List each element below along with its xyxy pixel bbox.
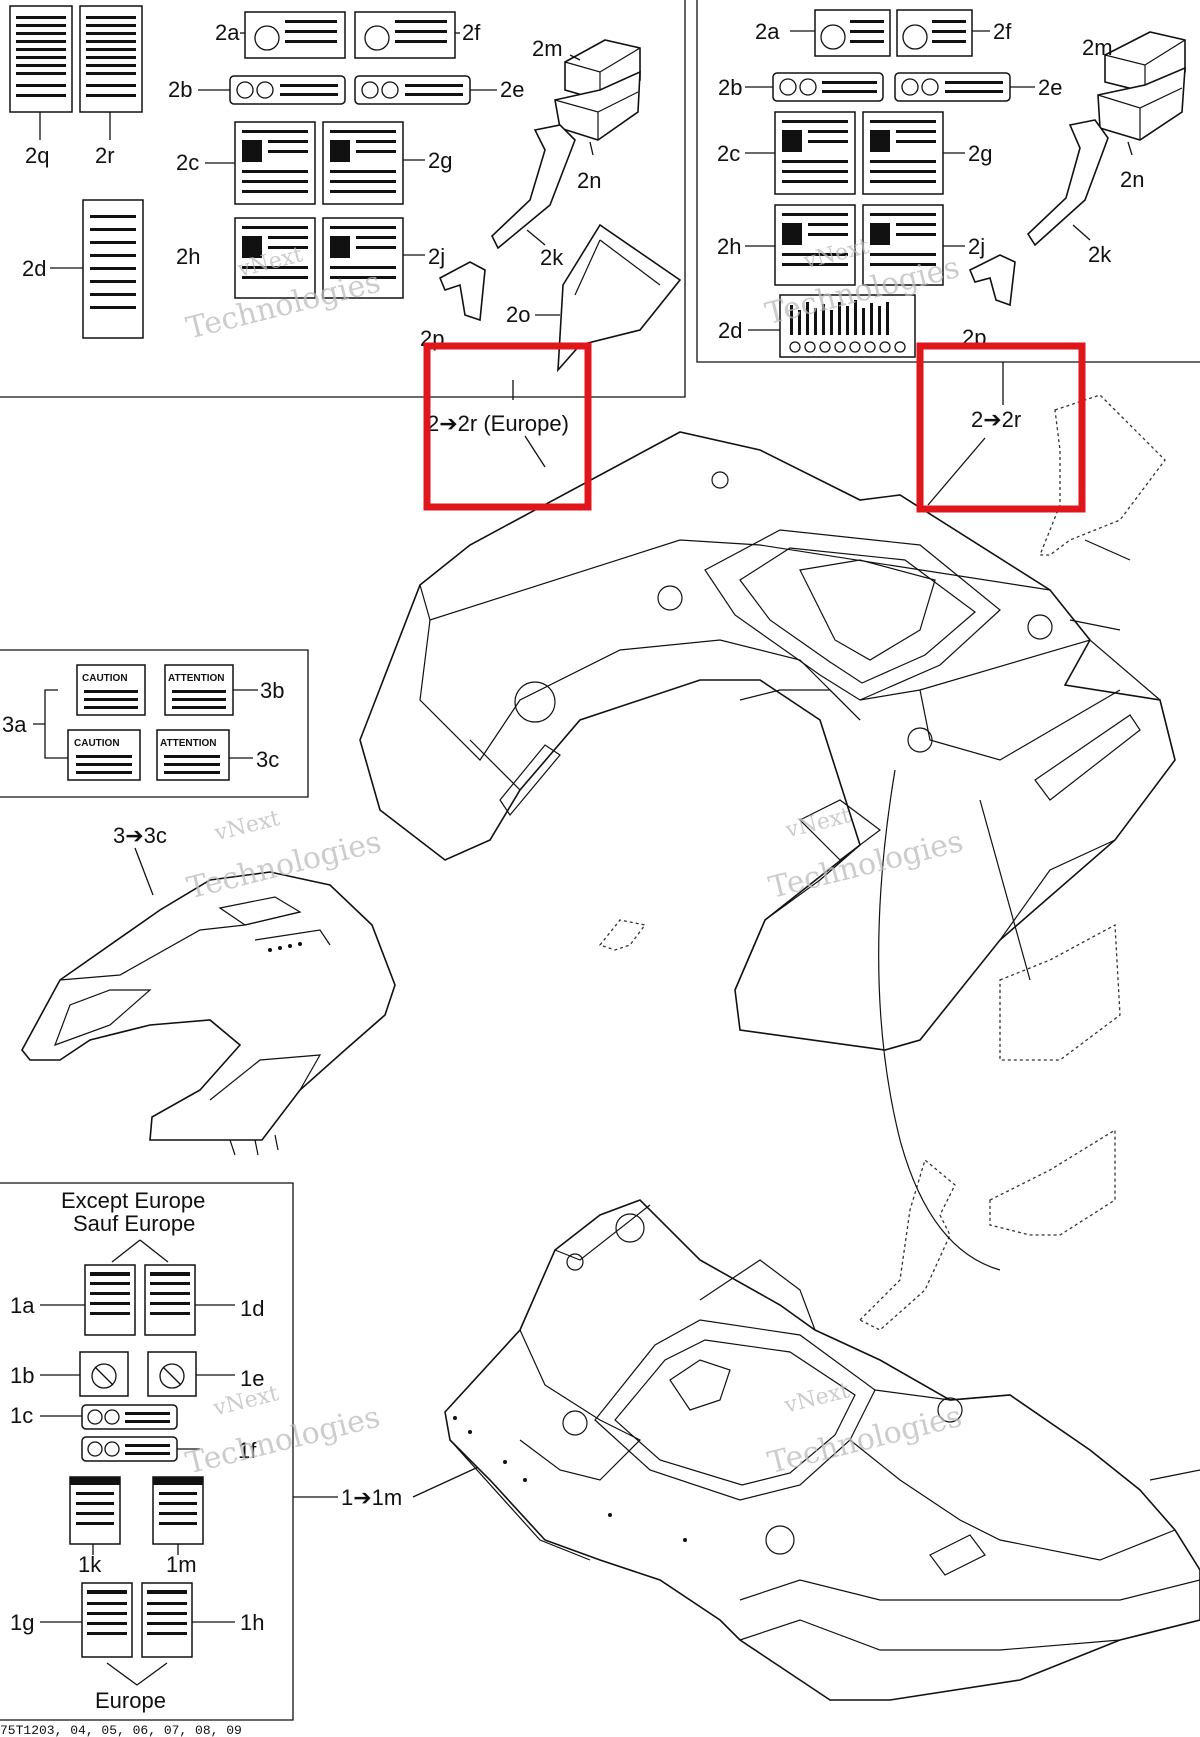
callout-c: 3➔3c: [113, 823, 167, 848]
callout-a: 2➔2r (Europe): [427, 411, 569, 436]
watermark-5-line2: Technologies: [182, 1400, 383, 1482]
callout-d: 1➔1m: [341, 1485, 402, 1510]
decal-1m: [152, 1476, 204, 1545]
label-a-2m: 2m: [532, 36, 563, 61]
part-2k: [491, 124, 576, 250]
decal-2a: [244, 11, 346, 59]
label-a-2e: 2e: [500, 77, 524, 102]
decal-1c: [81, 1404, 178, 1430]
watermark-3-line1: vNext: [211, 806, 282, 846]
label-b-2c: 2c: [717, 141, 740, 166]
front-fender-part: [21, 871, 396, 1156]
label-b-2m: 2m: [1082, 35, 1113, 60]
label-a-2r: 2r: [95, 143, 115, 168]
label-a-2g: 2g: [428, 148, 452, 173]
highlight-box-europe: [423, 342, 592, 511]
label-d-1b: 1b: [10, 1363, 34, 1388]
title-europe: Europe: [95, 1688, 166, 1713]
label-b-2k: 2k: [1088, 242, 1112, 267]
label-b-2h: 2h: [717, 234, 741, 259]
label-d-1e: 1e: [240, 1366, 264, 1391]
decal-1b: [79, 1351, 129, 1397]
label-c-3b: 3b: [260, 678, 284, 703]
inset-decals-front: CAUTION ATTENTION CAUTION ATTENTION 3a 3…: [0, 649, 309, 896]
label-a-2b: 2b: [168, 77, 192, 102]
label-c-3a: 3a: [2, 712, 27, 737]
label-a-2a: 2a: [215, 20, 240, 45]
part-2p: [438, 261, 486, 322]
label-b-2f: 2f: [993, 19, 1012, 44]
inset-decals-europe: 2q 2r 2d 2a 2f 2b 2e 2: [0, 0, 686, 468]
inset-decals-main: Except Europe Sauf Europe 1a 1d 1b 1e 1c…: [0, 1182, 488, 1721]
label-b-2b: 2b: [718, 75, 742, 100]
part-b-2k: [1026, 119, 1109, 247]
label-b-2j: 2j: [968, 234, 985, 259]
label-a-2o: 2o: [506, 302, 530, 327]
title-sauf-europe: Sauf Europe: [73, 1211, 195, 1236]
decal-1d: [144, 1264, 196, 1336]
label-d-1m: 1m: [166, 1552, 197, 1577]
drawing-number: 75T1203, 04, 05, 06, 07, 08, 09: [0, 1723, 242, 1737]
decal-3a2-caution-text: CAUTION: [74, 738, 120, 749]
title-except-europe: Except Europe: [61, 1188, 205, 1213]
part-b-2p: [968, 254, 1016, 307]
label-d-1h: 1h: [240, 1610, 264, 1635]
decal-3a-caution-text: CAUTION: [82, 673, 128, 684]
decal-b-2b: [772, 72, 884, 102]
decal-2b: [229, 75, 346, 105]
label-d-1d: 1d: [240, 1296, 264, 1321]
label-d-1g: 1g: [10, 1610, 34, 1635]
decal-3b-attention-text: ATTENTION: [168, 673, 224, 684]
label-d-1f: 1f: [238, 1438, 257, 1463]
callout-b: 2➔2r: [971, 407, 1021, 432]
decal-2e: [354, 75, 471, 105]
highlight-box-standard: [916, 342, 1086, 513]
label-d-1c: 1c: [10, 1403, 33, 1428]
part-2o: [557, 223, 682, 373]
label-a-2f: 2f: [462, 20, 481, 45]
decal-3c-attention-text: ATTENTION: [160, 738, 216, 749]
decal-1a: [84, 1264, 136, 1336]
label-b-2g: 2g: [968, 141, 992, 166]
decal-2f: [354, 11, 456, 59]
inset-decals-standard: 2a 2f 2b 2e 2c 2g 2h 2j 2d 2m: [696, 0, 1200, 506]
label-b-2e: 2e: [1038, 75, 1062, 100]
label-b-2n: 2n: [1120, 167, 1144, 192]
label-b-2d: 2d: [718, 318, 742, 343]
label-b-2a: 2a: [755, 19, 780, 44]
label-a-2j: 2j: [428, 244, 445, 269]
label-a-2c: 2c: [176, 150, 199, 175]
label-c-3c: 3c: [256, 747, 279, 772]
decal-1k: [69, 1476, 121, 1545]
decal-1g: [81, 1582, 133, 1658]
decal-1e: [147, 1351, 197, 1397]
decal-b-2e: [894, 72, 1011, 102]
label-d-1k: 1k: [78, 1552, 102, 1577]
decal-1f: [81, 1436, 178, 1462]
front-rack-fender-assembly: [444, 1199, 1200, 1701]
label-a-2h: 2h: [176, 244, 200, 269]
label-a-2k: 2k: [540, 245, 564, 270]
decal-1h: [141, 1582, 193, 1658]
label-a-2d: 2d: [22, 256, 46, 281]
rear-fender-assembly: [359, 394, 1176, 1331]
label-d-1a: 1a: [10, 1293, 35, 1318]
label-a-2n: 2n: [577, 168, 601, 193]
label-a-2q: 2q: [25, 143, 49, 168]
